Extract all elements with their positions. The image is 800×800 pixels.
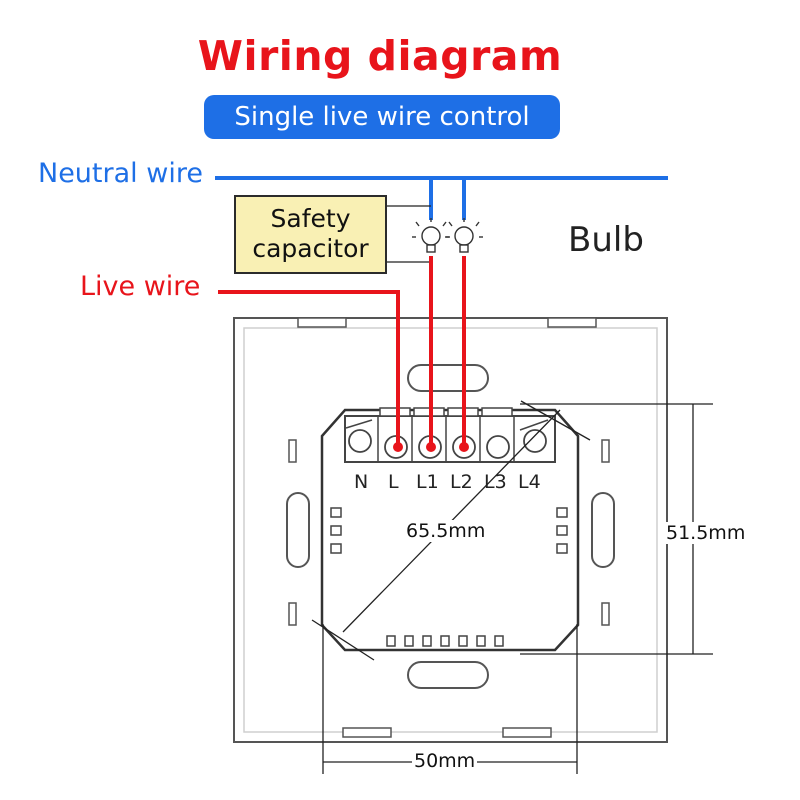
bulb-label: Bulb xyxy=(568,220,644,260)
diagonal-dimension-label: 65.5mm xyxy=(404,520,488,542)
safety-capacitor-line1: Safety xyxy=(270,204,351,233)
terminal-label-l1: L1 xyxy=(416,471,439,493)
terminal-label-l: L xyxy=(388,471,399,493)
terminal-label-n: N xyxy=(354,471,369,493)
bulb-icon xyxy=(445,218,483,253)
width-dimension-label: 50mm xyxy=(412,750,478,772)
terminal-label-l2: L2 xyxy=(450,471,473,493)
subtitle-badge: Single live wire control xyxy=(204,95,560,139)
switch-plate-inner xyxy=(243,327,658,733)
live-wire xyxy=(218,256,466,447)
terminal-label-l3: L3 xyxy=(484,471,507,493)
height-dimension-label: 51.5mm xyxy=(664,522,748,544)
terminal-label-l4: L4 xyxy=(518,471,541,493)
live-wire-label: Live wire xyxy=(80,271,201,302)
bulb-icon xyxy=(412,218,450,253)
safety-capacitor-line2: capacitor xyxy=(252,234,369,263)
page-title: Wiring diagram xyxy=(197,32,563,80)
neutral-wire xyxy=(215,176,668,220)
neutral-wire-label: Neutral wire xyxy=(38,158,203,189)
safety-capacitor-box: Safety capacitor xyxy=(234,195,387,274)
